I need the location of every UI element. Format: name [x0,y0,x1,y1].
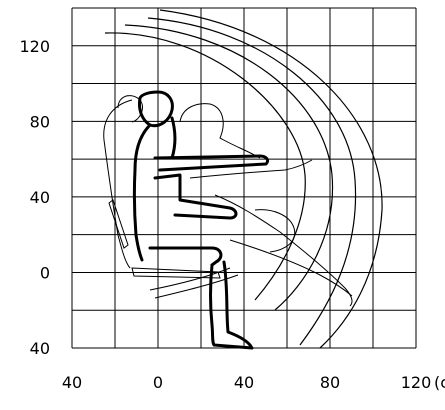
figure-thigh [148,246,223,267]
y-tick-label: 40 [30,339,50,358]
figure-upper-arm [153,154,270,172]
leaning-body-outline [254,209,296,253]
x-tick-label: 40 [62,373,82,392]
figure-torso-back [132,123,152,262]
x-tick-label: 80 [320,373,340,392]
extended-arm-outline [214,194,353,307]
y-tick-label: 0 [40,263,50,282]
unit-label: (cm) [434,373,445,392]
grid [71,7,417,349]
figure-lower-leg [209,260,254,350]
seated-figure [132,90,270,350]
y-tick-label: 40 [30,188,50,207]
forward-arm-outline [189,159,313,179]
reach-arc-3 [147,17,357,346]
reach-arcs [104,9,383,349]
reach-arc-1 [104,32,306,301]
backrest [108,199,129,249]
x-tick-label: 120 [401,373,432,392]
figure-forearm [153,173,238,220]
x-tick-label: 0 [153,373,163,392]
extended-leg-outline [229,239,353,297]
reclined-back-outline [103,99,133,269]
seat-cushion [131,267,221,279]
figure-head [138,90,174,128]
y-tick-label: 80 [30,112,50,131]
lower-leg-lines [149,267,239,299]
alternate-postures [103,95,353,307]
reach-arc-4 [159,9,383,349]
figure-torso-front [170,116,177,160]
x-tick-label: 40 [234,373,254,392]
forward-torso-outline [179,103,261,159]
y-tick-label: 120 [19,37,50,56]
reach-arc-2 [124,24,334,311]
